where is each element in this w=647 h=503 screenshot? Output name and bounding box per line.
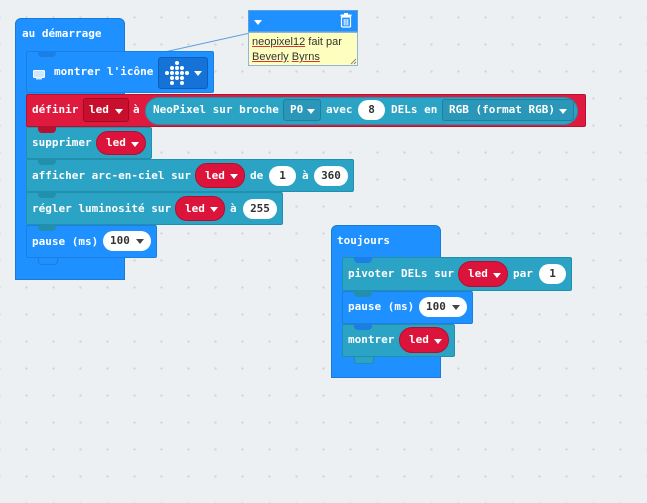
icon-picker-dropdown[interactable]: [158, 57, 208, 89]
rotate-variable-dropdown[interactable]: led: [458, 261, 508, 287]
variable-name: led: [205, 169, 225, 182]
comment-word: fait par: [305, 36, 342, 48]
comment-word: Beverly: [252, 51, 289, 63]
rotate-block[interactable]: [342, 257, 572, 291]
variable-dropdown[interactable]: led: [83, 98, 129, 122]
comment-word: neopixel12: [252, 36, 306, 48]
mode-dropdown[interactable]: RGB (format RGB): [442, 99, 574, 121]
variable-name: led: [468, 267, 488, 280]
chevron-down-icon: [115, 109, 123, 114]
forever-pause-dropdown[interactable]: 100: [419, 297, 467, 317]
block-notch: [38, 225, 56, 231]
neopixel-leds-in-label: DELs en: [391, 103, 438, 116]
rainbow-to-label: à: [302, 169, 309, 182]
pause-value: 100: [426, 300, 446, 313]
chevron-down-icon: [307, 109, 315, 114]
show-icon-label: montrer l'icône: [54, 65, 154, 78]
variable-name: led: [106, 136, 126, 149]
block-notch: [38, 159, 56, 165]
chevron-down-icon: [559, 109, 567, 114]
rainbow-end-input[interactable]: 360: [314, 166, 348, 186]
block-notch: [354, 324, 372, 330]
chevron-down-icon: [131, 142, 139, 147]
rotate-value-input[interactable]: 1: [539, 264, 566, 284]
workspace-comment[interactable]: neopixel12 fait par Beverly Byrns: [248, 10, 358, 66]
variable-name: led: [89, 103, 109, 116]
neopixel-with-label: avec: [326, 103, 353, 116]
comment-body[interactable]: neopixel12 fait par Beverly Byrns: [248, 32, 358, 66]
clear-label: supprimer: [32, 136, 92, 149]
comment-word: Byrns: [291, 51, 320, 63]
pause-value: 100: [110, 234, 130, 247]
chevron-down-icon: [210, 207, 218, 212]
variable-name: led: [185, 202, 205, 215]
neopixel-pin-label: NeoPixel sur broche: [153, 103, 279, 116]
clear-variable-dropdown[interactable]: led: [96, 131, 146, 155]
brightness-value-input[interactable]: 255: [243, 199, 277, 219]
pin-dropdown[interactable]: P0: [283, 99, 321, 121]
led-count-input[interactable]: 8: [358, 100, 385, 120]
pause-duration-dropdown[interactable]: 100: [103, 231, 151, 251]
mode-value: RGB (format RGB): [449, 103, 555, 116]
forever-label: toujours: [337, 234, 390, 247]
chevron-down-icon: [493, 273, 501, 278]
chevron-down-icon: [434, 339, 442, 344]
block-notch: [38, 192, 56, 198]
block-notch: [354, 257, 372, 263]
brightness-block[interactable]: [26, 192, 283, 225]
show-label: montrer: [348, 333, 395, 346]
basic-icon: [33, 65, 45, 80]
block-notch: [354, 291, 372, 297]
brightness-variable-dropdown[interactable]: led: [175, 196, 225, 221]
leds-pattern-icon: [165, 61, 189, 85]
rainbow-start-input[interactable]: 1: [269, 166, 296, 186]
define-to-label: à: [133, 103, 140, 116]
comment-text[interactable]: neopixel12 fait par Beverly Byrns: [252, 35, 342, 65]
brightness-label: régler luminosité sur: [32, 202, 172, 215]
block-notch: [38, 51, 56, 57]
comment-header[interactable]: [248, 10, 358, 32]
block-notch: [38, 127, 56, 133]
rainbow-label: afficher arc-en-ciel sur: [32, 169, 191, 182]
forever-pause-label: pause (ms): [348, 300, 415, 313]
rotate-label: pivoter DELs sur: [348, 267, 454, 280]
chevron-down-icon: [136, 239, 144, 244]
variable-name: led: [409, 333, 429, 346]
rotate-by-label: par: [513, 267, 533, 280]
resize-handle-icon[interactable]: [350, 58, 357, 65]
chevron-down-icon: [452, 305, 460, 310]
block-notch: [354, 357, 374, 364]
collapse-chevron-icon[interactable]: [254, 20, 262, 25]
rainbow-variable-dropdown[interactable]: led: [195, 163, 245, 188]
on-start-label: au démarrage: [22, 27, 102, 40]
chevron-down-icon: [194, 71, 202, 76]
define-label: définir: [32, 103, 79, 116]
block-notch: [38, 258, 58, 265]
chevron-down-icon: [230, 174, 238, 179]
trash-icon[interactable]: [340, 13, 352, 28]
rainbow-from-label: de: [250, 169, 264, 182]
pin-value: P0: [290, 103, 304, 116]
brightness-to-label: à: [230, 202, 237, 215]
rainbow-block[interactable]: [26, 159, 354, 192]
show-variable-dropdown[interactable]: led: [399, 327, 449, 353]
pause-label: pause (ms): [32, 235, 99, 248]
